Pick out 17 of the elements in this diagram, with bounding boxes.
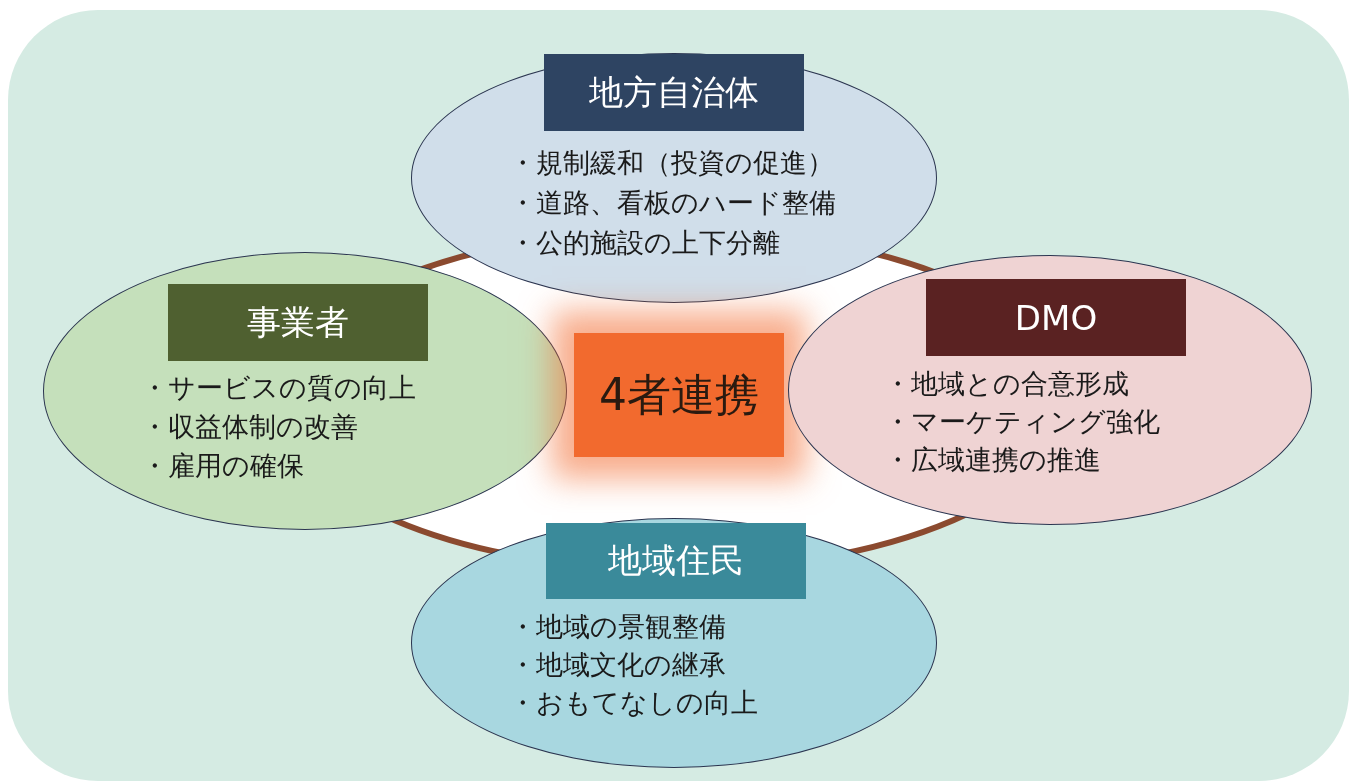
heading-banner: 地域住民 <box>546 523 806 599</box>
heading-banner: 事業者 <box>168 284 428 361</box>
bullet-item: ・サービスの質の向上 <box>141 371 416 405</box>
bullet-item: ・規制緩和（投資の促進） <box>509 146 834 180</box>
bullet-item: ・地域との合意形成 <box>884 367 1129 401</box>
bullet-item: ・道路、看板のハード整備 <box>509 186 836 220</box>
center-box: 4者連携 <box>574 333 784 457</box>
bullet-item: ・収益体制の改善 <box>141 410 358 444</box>
bullet-item: ・地域文化の継承 <box>509 648 726 682</box>
bullet-item: ・地域の景観整備 <box>509 610 726 644</box>
heading-banner: DMO <box>926 279 1186 356</box>
bullet-item: ・雇用の確保 <box>141 449 304 483</box>
bullet-item: ・おもてなしの向上 <box>509 686 758 720</box>
bullet-item: ・マーケティング強化 <box>884 405 1160 439</box>
heading-banner: 地方自治体 <box>544 54 804 131</box>
bullet-item: ・公的施設の上下分離 <box>509 226 780 260</box>
bullet-item: ・広域連携の推進 <box>884 443 1101 477</box>
